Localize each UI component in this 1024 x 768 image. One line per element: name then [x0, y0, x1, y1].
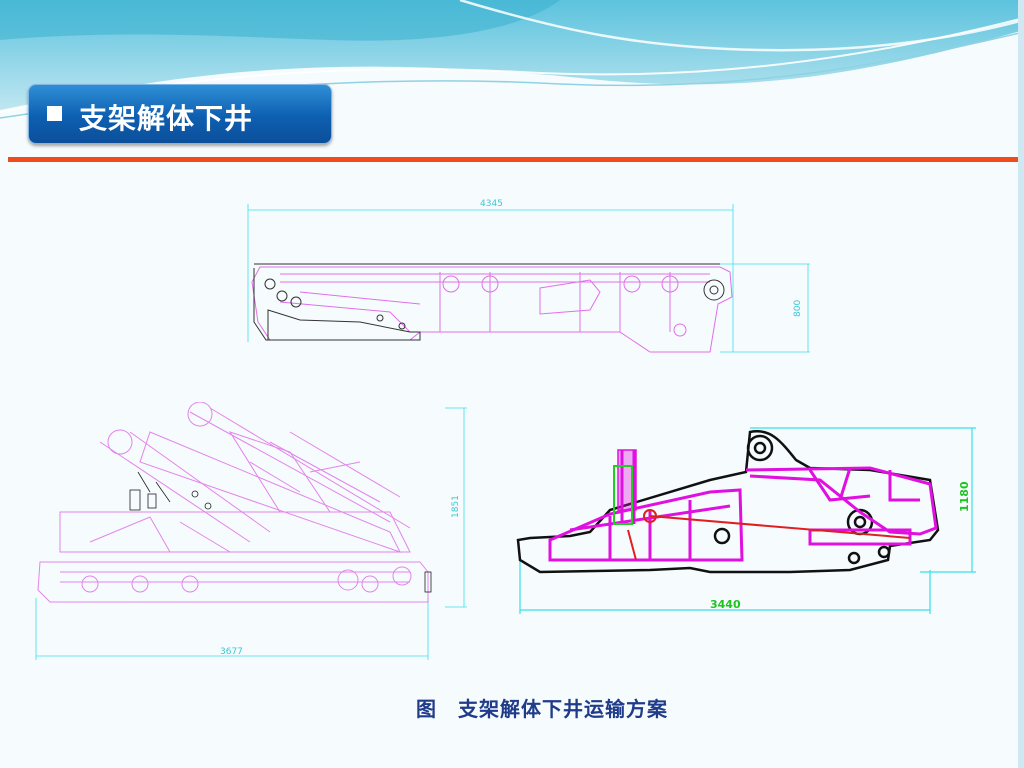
figure-caption: 图 支架解体下井运输方案: [416, 697, 668, 721]
bottom-left-length-dimension: 3677: [220, 647, 243, 657]
header-wave-decoration: [0, 0, 1024, 119]
bottom-left-support-drawing: 3677 1851: [35, 402, 467, 660]
title-box: 支架解体下井: [28, 84, 332, 144]
top-length-dimension: 4345: [480, 199, 503, 209]
top-height-dimension: 800: [793, 300, 803, 317]
bottom-left-height-dimension: 1851: [451, 495, 461, 518]
right-edge-decoration: [1018, 0, 1024, 768]
bottom-right-length-dimension: 3440: [710, 598, 741, 611]
bottom-right-height-dimension: 1180: [958, 481, 971, 512]
title-divider: [8, 157, 1018, 162]
bottom-right-support-drawing: 3440 1180: [516, 427, 976, 614]
square-bullet-icon: [47, 106, 62, 121]
top-support-drawing: 4345 800: [247, 199, 810, 353]
slide-title: 支架解体下井: [79, 102, 254, 135]
